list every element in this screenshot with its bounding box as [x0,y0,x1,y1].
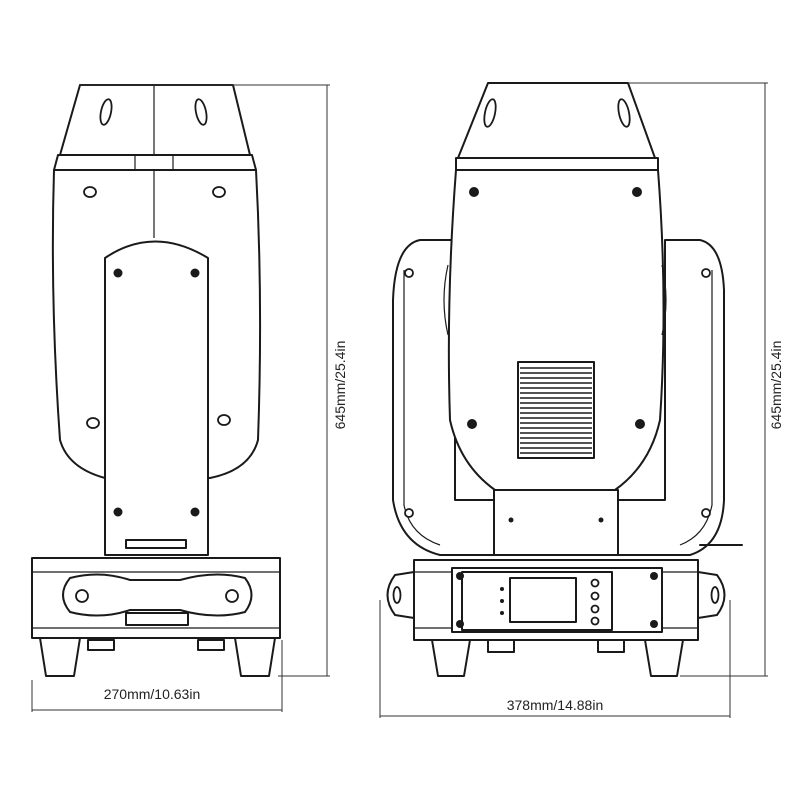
side-neck [493,489,619,556]
side-foot-left [431,639,471,677]
front-head-band [53,154,257,171]
front-dimensions: 645mm/25.4in 270mm/10.63in [31,84,348,712]
side-dimensions: 645mm/25.4in 378mm/14.88in [379,82,784,718]
front-handle [62,573,253,617]
side-height-label: 645mm/25.4in [768,341,784,430]
side-view [386,82,743,677]
front-foot-right [234,637,276,677]
front-width-label: 270mm/10.63in [104,686,201,702]
front-height-label: 645mm/25.4in [332,341,348,430]
front-head-top [59,84,251,156]
side-foot-right [644,639,684,677]
side-width-label: 378mm/14.88in [507,697,604,713]
front-foot-left [39,637,81,677]
lcd-display [509,577,577,623]
front-yoke-arm [104,240,209,556]
side-yoke [392,239,725,556]
front-view [31,84,281,677]
